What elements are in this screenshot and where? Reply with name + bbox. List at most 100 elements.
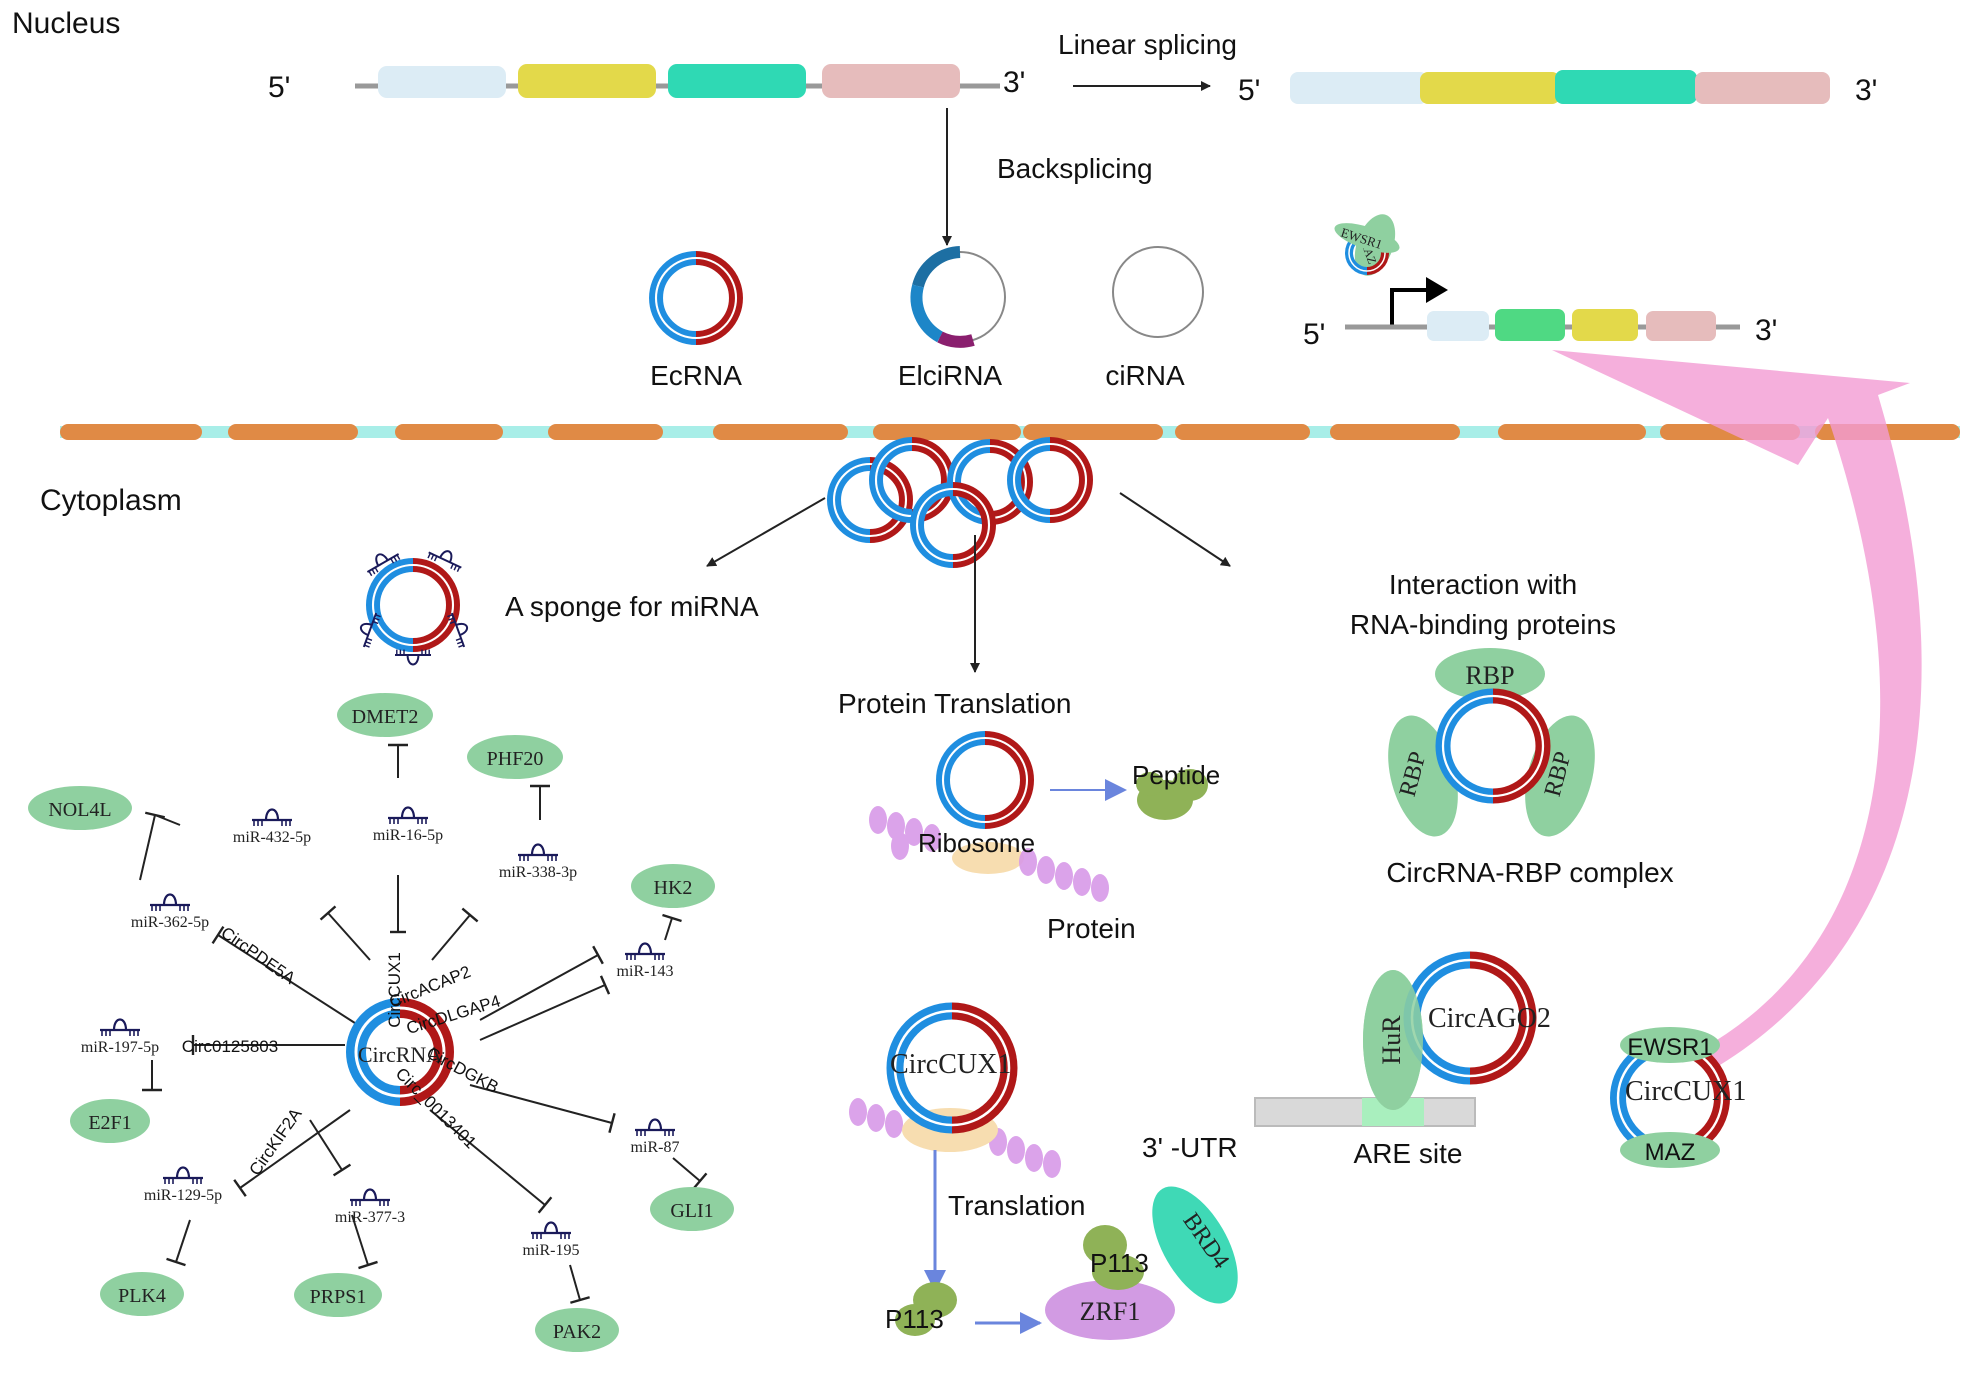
transcription-start-arrow-icon [1426,277,1448,303]
mirna-glyph-icon [447,612,468,648]
ribosome-complex [869,731,1109,902]
network-center-label: CircRNA [358,1042,442,1067]
ribosome-label: Ribosome [918,828,1035,858]
gene-node: PLK4 [100,1272,184,1316]
pre-mrna: 5' 3' [268,64,1025,104]
circ-edge-label: CircCUX1 [385,952,404,1028]
interaction-label-2: RNA-binding proteins [1350,609,1616,640]
pre-mrna-3prime-label: 3' [1003,66,1025,99]
linear-splicing-label: Linear splicing [1058,29,1237,60]
mirna-label: miR-16-5p [373,827,443,844]
mirna-glyph-icon [252,808,292,826]
circago2-label: CircAGO2 [1428,1003,1551,1034]
interaction-label-1: Interaction with [1389,569,1577,600]
mirna-glyph-icon [388,806,428,824]
gene-node: NOL4L [28,786,132,830]
mirna-node: miR-16-5p [373,806,443,844]
circ-edge-label: Circ0125803 [182,1037,278,1056]
mirna-label: miR-129-5p [144,1187,222,1204]
sponge-label: A sponge for miRNA [505,591,759,622]
gene-label: PLK4 [118,1285,166,1307]
mirna-label: miR-362-5p [131,914,209,931]
mirna-node: miR-129-5p [144,1166,222,1204]
peptide-label: Peptide [1132,760,1220,790]
gene-node: PRPS1 [294,1273,382,1317]
gene-node: HK2 [631,864,715,908]
circcux1-ring [886,1002,1018,1134]
target-gene-5prime-label: 5' [1303,318,1325,351]
exon-2 [518,64,656,98]
mirna-glyph-icon [366,553,401,577]
elcirna-circle [910,246,1006,348]
circrna-rbp-complex: RBP RBP RBP [1388,648,1595,837]
gene-label: GLI1 [670,1200,713,1222]
mirna-glyph-icon [163,1166,203,1184]
nuclear-import-curve-arrow [1552,350,1922,1065]
ecrna-label: EcRNA [650,360,742,391]
pre-mrna-5prime-label: 5' [268,71,290,104]
gene-node: GLI1 [650,1187,734,1231]
ewsr1-label: EWSR1 [1627,1034,1712,1061]
protein-label: Protein [1047,913,1136,944]
mirna-glyph-icon [518,843,558,861]
circcux1-translation [849,1002,1061,1178]
mirna-label: miR-143 [617,963,674,980]
mirna-glyph-icon [360,612,381,648]
gene-label: PHF20 [487,748,544,770]
mirna-node: miR-377-3 [335,1188,405,1226]
mirna-label: miR-338-3p [499,864,577,881]
circcux1-ewsr1-maz [1610,1027,1730,1168]
target-gene: 5' 3' [1303,309,1777,351]
mirna-node: miR-143 [617,942,674,980]
gene-label: E2F1 [88,1112,131,1134]
complex-label: CircRNA-RBP complex [1386,857,1673,888]
mirna-label: miR-195 [523,1242,580,1259]
gene-node: E2F1 [70,1099,150,1143]
rbp-bound-circrna [1435,688,1551,804]
network-edges [139,743,708,1304]
sponge-arrow [706,497,826,567]
exon-1 [378,66,506,98]
utr-label: 3' -UTR [1142,1132,1238,1163]
mirna-node: miR-195 [523,1221,580,1259]
mirna-label: miR-87 [631,1139,680,1156]
zrf1-ellipse [1045,1280,1175,1340]
gene-node: DMET2 [337,693,433,737]
p113-label: P113 [885,1304,944,1334]
network-center-circrna: CircRNA [346,998,454,1106]
mirna-glyph-icon [531,1221,571,1239]
rbp-arrow [1119,492,1231,567]
mirna-node: miR-197-5p [81,1018,159,1056]
brd4-ellipse [1152,1186,1238,1304]
mirna-glyph-icon [635,1118,675,1136]
gene-node: PHF20 [467,735,563,779]
backsplicing-label: Backsplicing [997,153,1153,184]
mirna-glyph-icon [625,942,665,960]
mirna-glyph-icon [350,1188,390,1206]
gene-label: NOL4L [48,799,111,821]
mirna-glyph-icon [394,649,432,666]
circcux1-complex-label: CircCUX1 [1625,1076,1746,1107]
rbp-top [1435,648,1545,700]
mirna-label: miR-377-3 [335,1209,405,1226]
maz-label: MAZ [1645,1139,1696,1166]
ewsr1-ellipse [1620,1027,1720,1063]
hur-label: HuR [1377,1015,1406,1065]
mirna-glyph-icon [100,1018,140,1036]
are-label: ARE site [1354,1138,1463,1169]
nucleus-label: Nucleus [12,7,120,40]
gene-node: PAK2 [535,1308,619,1352]
circ-edge-label: CircPDE5A [217,923,299,988]
gene-label: PRPS1 [310,1286,367,1308]
mirna-node: miR-338-3p [499,843,577,881]
mirna-node: miR-432-5p [233,808,311,846]
rbp-top-label: RBP [1465,661,1514,690]
exon-3 [668,64,806,98]
hur-circago2-complex: HuR [1254,951,1537,1127]
mirna-label: miR-432-5p [233,829,311,846]
protein-translation-label: Protein Translation [838,688,1071,719]
mature-mrna-3prime-label: 3' [1855,74,1877,107]
gene-label: HK2 [654,877,693,899]
